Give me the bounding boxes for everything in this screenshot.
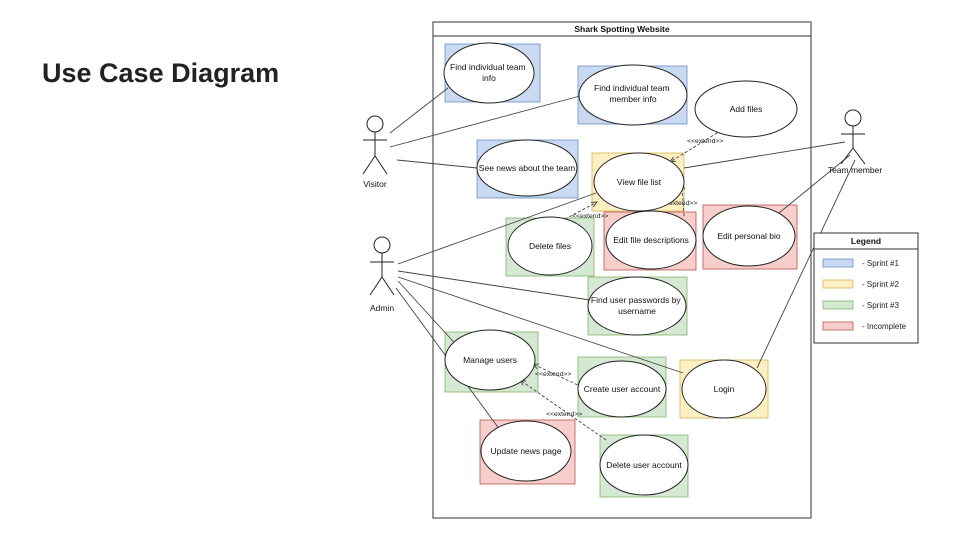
use-case-label: Edit personal bio	[717, 231, 781, 241]
actor-label: Team member	[828, 165, 882, 175]
legend-label: - Sprint #1	[862, 259, 899, 268]
legend-title: Legend	[851, 236, 881, 246]
use-case-label: username	[618, 306, 656, 316]
legend-item-sprint-1: - Sprint #1	[822, 258, 899, 268]
actor-label: Admin	[370, 303, 394, 313]
use-case-label: info	[482, 73, 496, 83]
legend-swatch	[822, 258, 854, 268]
legend: Legend - Sprint #1 - Sprint #2 - Sprint …	[813, 232, 919, 344]
extend-label: <<extend>>	[535, 371, 571, 378]
extend-label: <<extend>>	[572, 213, 608, 220]
use-case-find-member-info[interactable]: Find individual team member info	[578, 64, 688, 126]
legend-swatch	[822, 300, 854, 310]
svg-text:Find individual team m: Find individual team member info	[594, 83, 672, 104]
use-case-add-files[interactable]: Add files	[694, 80, 798, 138]
use-case-label: member info	[609, 94, 657, 104]
legend-label: - Sprint #2	[862, 280, 899, 289]
svg-text:Find user passwords by: Find user passwords by username	[591, 295, 683, 316]
svg-text:Edit file descriptions: Edit file descriptions	[613, 235, 689, 245]
svg-text:Update news page: Update news page	[491, 446, 562, 456]
actor-team-member[interactable]: Team member	[828, 109, 882, 175]
svg-text:See news about the team: See news about the team	[479, 163, 575, 173]
use-case-label: Find user passwords by	[591, 295, 682, 305]
svg-text:Delete user account: Delete user account	[606, 460, 682, 470]
association-line	[397, 192, 597, 265]
association-line	[397, 276, 684, 374]
use-case-label: Delete user account	[606, 460, 682, 470]
legend-item-sprint-3: - Sprint #3	[822, 300, 899, 310]
use-case-label: Update news page	[491, 446, 562, 456]
use-case-label: View file list	[617, 177, 662, 187]
use-case-create-account[interactable]: Create user account	[577, 360, 667, 418]
system-boundary: Shark Spotting Website	[432, 21, 812, 519]
use-case-delete-files[interactable]: Delete files	[507, 216, 593, 276]
legend-item-incomplete: - Incomplete	[822, 321, 907, 331]
use-cases: Find individual team info Find individua…	[443, 42, 798, 496]
extend-label: <<extend>>	[687, 138, 723, 145]
use-case-manage-users[interactable]: Manage users	[444, 329, 536, 391]
use-case-label: See news about the team	[479, 163, 575, 173]
association-line	[756, 159, 856, 369]
svg-text:View file list: View file list	[617, 177, 662, 187]
system-title: Shark Spotting Website	[574, 24, 670, 34]
slide-title: Use Case Diagram	[42, 58, 280, 88]
use-case-label: Find individual team	[450, 62, 526, 72]
svg-text:Login: Login	[714, 384, 735, 394]
svg-text:Manage users: Manage users	[463, 355, 517, 365]
use-case-find-team-info[interactable]: Find individual team info	[443, 42, 535, 104]
svg-text:Edit personal bio: Edit personal bio	[717, 231, 781, 241]
association-line	[389, 87, 449, 134]
use-case-label: Find individual team	[594, 83, 670, 93]
use-case-find-passwords[interactable]: Find user passwords by username	[587, 276, 687, 336]
association-line	[397, 280, 462, 351]
use-case-edit-bio[interactable]: Edit personal bio	[702, 205, 796, 267]
association-line	[778, 154, 851, 214]
legend-item-sprint-2: - Sprint #2	[822, 279, 899, 289]
actor-admin[interactable]: Admin	[369, 236, 395, 313]
use-case-label: Add files	[730, 104, 763, 114]
svg-text:Add files: Add files	[730, 104, 763, 114]
extend-arrow	[533, 364, 583, 388]
actor-label: Visitor	[363, 179, 387, 189]
use-case-label: Edit file descriptions	[613, 235, 689, 245]
svg-text:Delete files: Delete files	[529, 241, 571, 251]
association-line	[683, 141, 846, 169]
use-case-label: Delete files	[529, 241, 571, 251]
extend-label: <<extend>>	[661, 200, 697, 207]
association-line	[389, 95, 581, 148]
use-case-label: Login	[714, 384, 735, 394]
use-case-view-file-list[interactable]: View file list	[593, 152, 685, 212]
use-case-delete-account[interactable]: Delete user account	[599, 434, 689, 496]
use-case-label: Manage users	[463, 355, 517, 365]
actor-visitor[interactable]: Visitor	[362, 115, 388, 189]
legend-label: - Sprint #3	[862, 301, 899, 310]
actor-head	[844, 109, 862, 127]
svg-text:Create user account: Create user account	[584, 384, 661, 394]
use-case-see-news[interactable]: See news about the team	[476, 139, 578, 197]
use-case-edit-file-desc[interactable]: Edit file descriptions	[605, 210, 697, 270]
actor-head	[373, 236, 391, 254]
svg-text:Find individual team i: Find individual team info	[450, 62, 528, 83]
association-line	[396, 159, 478, 169]
legend-swatch	[822, 321, 854, 331]
extend-arrow	[520, 380, 607, 441]
association-line	[397, 270, 591, 301]
use-case-login[interactable]: Login	[681, 359, 767, 419]
use-case-update-news[interactable]: Update news page	[480, 420, 572, 482]
use-case-label: Create user account	[584, 384, 661, 394]
legend-label: - Incomplete	[862, 322, 907, 331]
legend-swatch	[822, 279, 854, 289]
extend-label: <<extend>>	[546, 411, 582, 418]
associations	[389, 87, 856, 431]
actor-head	[366, 115, 384, 133]
extend-labels: <<extend>> <<extend>> <<extend>> <<exten…	[535, 138, 723, 418]
